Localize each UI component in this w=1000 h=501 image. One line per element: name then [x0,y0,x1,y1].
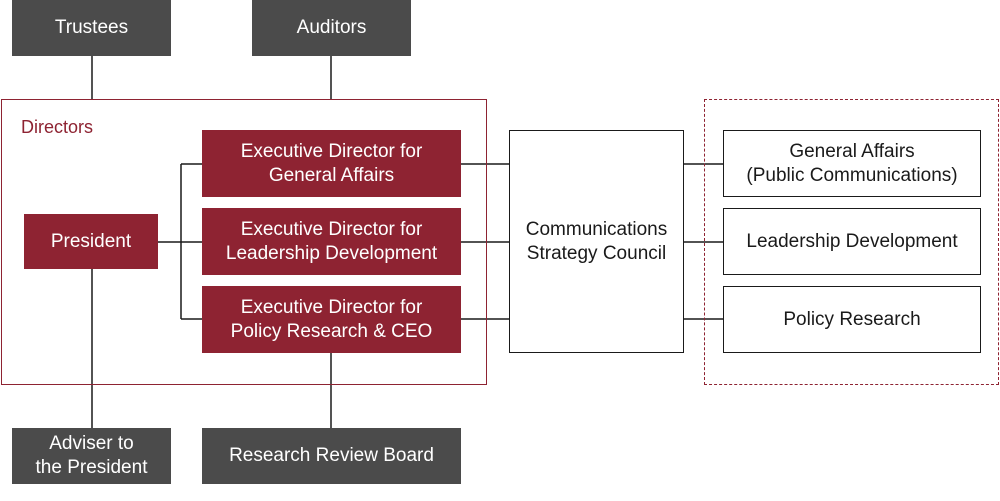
adviser-box: Adviser to the President [12,428,171,484]
leadership-development-unit: Leadership Development [723,208,981,275]
president-box: President [24,214,158,269]
departments-frame [704,99,999,385]
exec-director-general-affairs: Executive Director for General Affairs [202,130,461,197]
trustees-box: Trustees [12,0,171,56]
exec-director-policy-research: Executive Director for Policy Research &… [202,286,461,353]
communications-strategy-council: Communications Strategy Council [509,130,684,353]
directors-label: Directors [21,117,94,137]
directors-frame [1,99,487,385]
auditors-box: Auditors [252,0,411,56]
research-review-board-box: Research Review Board [202,428,461,484]
general-affairs-unit: General Affairs (Public Communications) [723,130,981,197]
exec-director-leadership-development: Executive Director for Leadership Develo… [202,208,461,275]
policy-research-unit: Policy Research [723,286,981,353]
